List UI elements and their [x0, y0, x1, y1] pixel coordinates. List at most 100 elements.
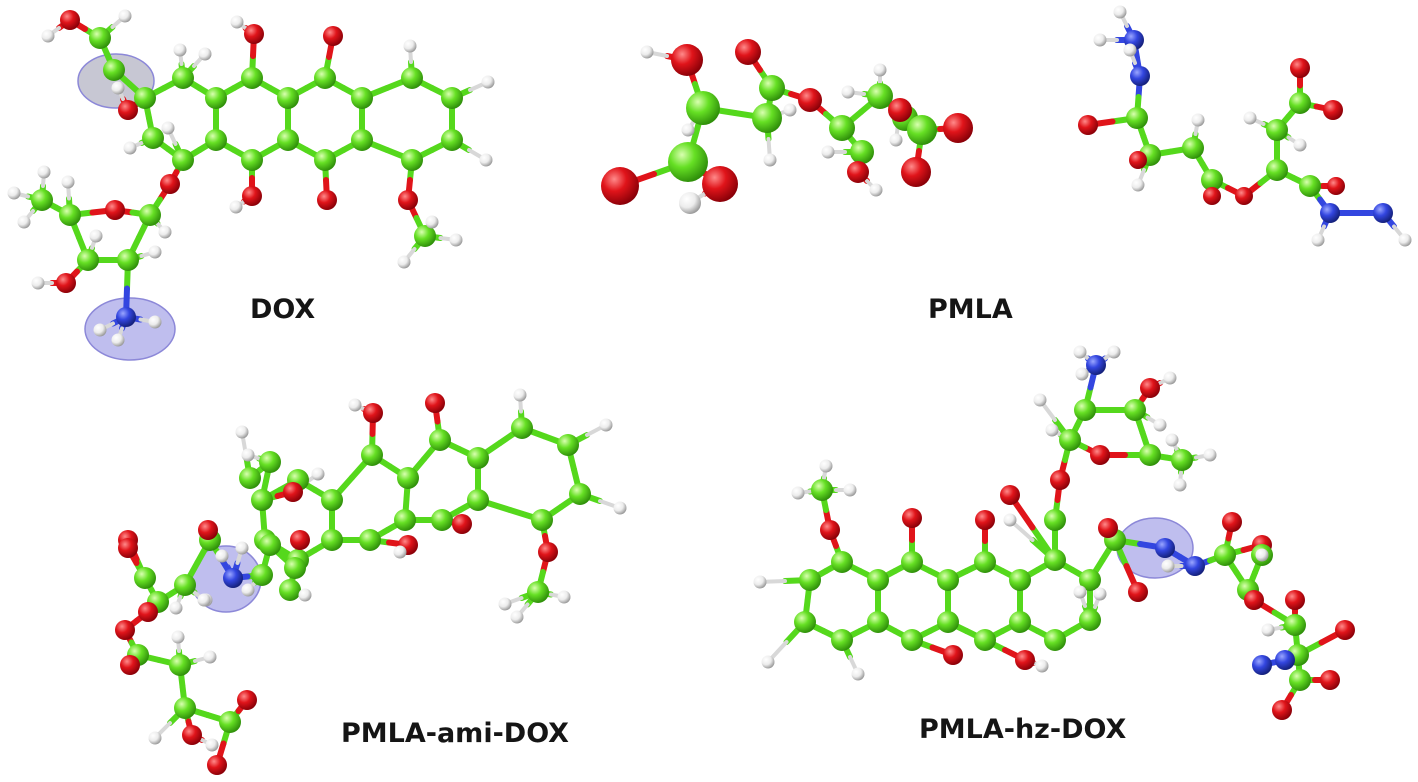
pmla-ami-dox-hydrogen-atom — [613, 501, 627, 515]
pmla-ami-dox-oxygen-atom — [115, 620, 135, 640]
pmla-hz-dox-oxygen-atom — [1015, 650, 1035, 670]
pmla-hz-dox-hydrogen-atom — [1033, 393, 1047, 407]
pmla-hz-dox-oxygen-atom — [1222, 512, 1242, 532]
pmla-ami-dox-hydrogen-atom — [205, 738, 219, 752]
dox-hydrogen-atom — [148, 245, 162, 259]
pmla-hydrazide-hydrogen-atom — [1398, 233, 1412, 247]
pmla-hz-dox-hydrogen-atom — [1045, 423, 1059, 437]
pmla-ami-dox-carbon-atom — [259, 534, 281, 556]
pmla-ami-dox-carbon-atom — [557, 434, 579, 456]
pmla-ami-dox-carbon-atom — [134, 567, 156, 589]
dox-carbon-atom — [314, 149, 336, 171]
pmla-carbon-atom — [668, 142, 708, 182]
pmla-ami-dox-carbon-atom — [174, 574, 196, 596]
pmla-hydrazide-carbon-atom — [1299, 175, 1321, 197]
pmla-ami-dox-oxygen-atom — [138, 602, 158, 622]
pmla-hydrogen-atom — [873, 63, 887, 77]
pmla-hz-dox-hydrogen-atom — [851, 667, 865, 681]
dox-carbon-atom — [205, 87, 227, 109]
dox-hydrogen-atom — [31, 276, 45, 290]
pmla-hz-dox-oxygen-atom — [1140, 378, 1160, 398]
dox-carbon-atom — [401, 67, 423, 89]
pmla-hz-dox-carbon-atom — [901, 629, 923, 651]
pmla-carbon-atom — [850, 140, 874, 164]
pmla-oxygen-atom — [735, 39, 761, 65]
pmla-ami-dox-carbon-atom — [429, 429, 451, 451]
pmla-hz-dox-hydrogen-atom — [819, 459, 833, 473]
pmla-hz-dox-hydrogen-atom — [1073, 345, 1087, 359]
pmla-oxygen-atom — [847, 161, 869, 183]
pmla-hydrogen-atom — [763, 153, 777, 167]
highlight-layer — [77, 53, 1194, 613]
dox-hydrogen-atom — [161, 121, 175, 135]
pmla-hz-dox-carbon-atom — [1079, 569, 1101, 591]
pmla-hydrogen-atom — [821, 145, 835, 159]
pmla-ami-dox-carbon-atom — [259, 451, 281, 473]
pmla-hz-dox-carbon-atom — [901, 551, 923, 573]
pmla-ami-dox-hydrogen-atom — [215, 549, 229, 563]
pmla-ami-dox-oxygen-atom — [283, 482, 303, 502]
pmla-hz-dox-nitrogen-atom — [1155, 538, 1175, 558]
pmla-ami-dox-carbon-atom — [359, 529, 381, 551]
pmla-hz-dox-hydrogen-atom — [1073, 585, 1087, 599]
pmla-hydrazide-carbon-atom — [1266, 119, 1288, 141]
pmla-hz-dox-carbon-atom — [974, 629, 996, 651]
pmla-hz-dox-carbon-atom — [811, 479, 833, 501]
dox-hydrogen-atom — [111, 333, 125, 347]
pmla-hydrazide-hydrogen-atom — [1191, 113, 1205, 127]
pmla-hz-dox-carbon-atom — [831, 629, 853, 651]
pmla-hydrazide-hydrogen-atom — [1093, 33, 1107, 47]
pmla-hydrazide-carbon-atom — [1182, 137, 1204, 159]
pmla-ami-dox-oxygen-atom — [182, 725, 202, 745]
pmla-ami-dox-carbon-atom — [321, 529, 343, 551]
dox-hydrogen-atom — [111, 81, 125, 95]
pmla-hz-dox-oxygen-atom — [1050, 470, 1070, 490]
pmla-hz-dox-oxygen-atom — [902, 508, 922, 528]
pmla-ami-dox-oxygen-atom — [452, 514, 472, 534]
pmla-oxygen-atom — [943, 113, 973, 143]
pmla-hz-dox-label: PMLA-hz-DOX — [919, 714, 1127, 745]
pmla-hz-dox-carbon-atom — [1059, 429, 1081, 451]
dox-carbon-atom — [77, 249, 99, 271]
dox-nitrogen-atom — [116, 307, 136, 327]
pmla-ami-dox-oxygen-atom — [425, 393, 445, 413]
pmla-ami-dox-hydrogen-atom — [510, 610, 524, 624]
pmla-ami-dox-oxygen-atom — [120, 655, 140, 675]
dox-carbon-atom — [314, 67, 336, 89]
pmla-ami-dox-oxygen-atom — [538, 542, 558, 562]
dox-hydrogen-atom — [41, 29, 55, 43]
dox-hydrogen-atom — [425, 215, 439, 229]
pmla-hydrogen-atom — [783, 103, 797, 117]
pmla-hz-dox-nitrogen-atom — [1086, 355, 1106, 375]
pmla-hydrazide-oxygen-atom — [1323, 100, 1343, 120]
pmla-hydrazide-carbon-atom — [1126, 107, 1148, 129]
dox-oxygen-atom — [242, 186, 262, 206]
pmla-hz-dox-hydrogen-atom — [1153, 418, 1167, 432]
pmla-hz-dox-hydrogen-atom — [1161, 559, 1175, 573]
dox-hydrogen-atom — [158, 225, 172, 239]
dox-hydrogen-atom — [7, 186, 21, 200]
pmla-ami-dox-carbon-atom — [239, 467, 261, 489]
dox-oxygen-atom — [244, 24, 264, 44]
pmla-ami-dox-carbon-atom — [361, 444, 383, 466]
pmla-hz-dox-hydrogen-atom — [1093, 587, 1107, 601]
pmla-ami-dox-carbon-atom — [251, 489, 273, 511]
pmla-ami-dox-carbon-atom — [527, 581, 549, 603]
dox-carbon-atom — [414, 225, 436, 247]
pmla-ami-dox-hydrogen-atom — [557, 590, 571, 604]
pmla-hz-dox-hydrogen-atom — [1003, 513, 1017, 527]
pmla-hydrazide-hydrogen-atom — [1293, 138, 1307, 152]
dox-hydrogen-atom — [403, 39, 417, 53]
dox-hydrogen-atom — [123, 141, 137, 155]
pmla-carbon-atom — [907, 115, 937, 145]
dox-carbon-atom — [277, 87, 299, 109]
pmla-hydrazide-oxygen-atom — [1290, 58, 1310, 78]
pmla-hydrazide-hydrogen-atom — [1113, 5, 1127, 19]
pmla-ami-dox-nitrogen-atom — [223, 568, 243, 588]
pmla-hz-dox-nitrogen-atom — [1275, 650, 1295, 670]
pmla-label: PMLA — [928, 294, 1013, 325]
pmla-carbon-atom — [686, 91, 720, 125]
pmla-hydrazide-hydrogen-atom — [1123, 43, 1137, 57]
pmla-hydrazide-oxygen-atom — [1078, 115, 1098, 135]
